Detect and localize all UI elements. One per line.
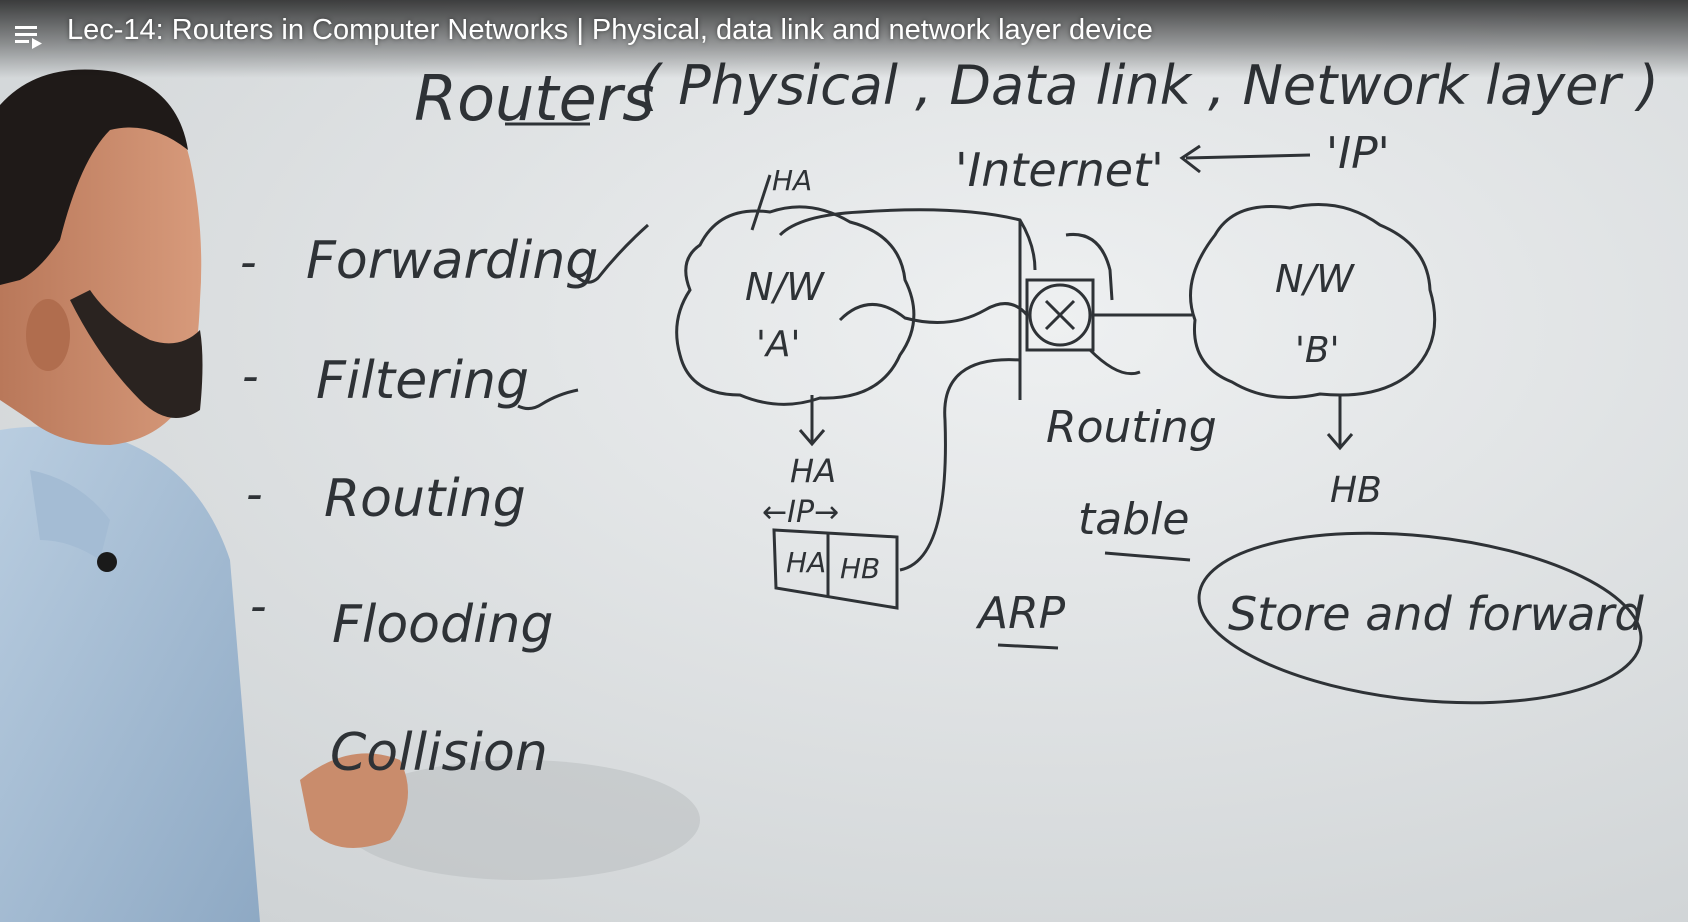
- list-item-collision: Collision: [330, 723, 548, 783]
- presenter: [0, 69, 408, 922]
- diagram-labels: 'Internet' 'IP' HA N/W 'A' N/W 'B' HA ←I…: [745, 128, 1644, 641]
- playlist-button[interactable]: [8, 18, 48, 54]
- network-a-cloud: [675, 205, 916, 406]
- routing-table-word-1: Routing: [1046, 402, 1217, 453]
- network-a-name: 'A': [756, 324, 800, 365]
- svg-text:-: -: [240, 235, 257, 289]
- player-top-bar: Lec-14: Routers in Computer Networks | P…: [0, 0, 1688, 70]
- svg-text:-: -: [250, 579, 267, 633]
- hb-label: HB: [1330, 470, 1382, 511]
- packet-cell-hb: HB: [840, 552, 880, 585]
- ha-top-label: HA: [772, 164, 812, 197]
- list-item-filtering: Filtering: [316, 351, 529, 411]
- store-and-forward-label: Store and forward: [1228, 587, 1644, 641]
- routing-table-word-2: table: [1078, 494, 1189, 545]
- packet-box: [772, 528, 899, 610]
- shadow-blur: [340, 760, 700, 880]
- arp-label: ARP: [975, 588, 1066, 639]
- router-function-list: - Forwarding - Filtering - Routing - Flo…: [240, 223, 649, 783]
- list-item-routing: Routing: [324, 469, 526, 529]
- network-b-name: 'B': [1295, 330, 1340, 371]
- ha-below-label: HA: [790, 452, 836, 490]
- svg-text:-: -: [242, 349, 259, 403]
- playlist-icon: [15, 26, 42, 49]
- ip-arrow-label: ←IP→: [762, 495, 839, 530]
- list-item-forwarding: Forwarding: [306, 231, 598, 291]
- network-b-label: N/W: [1275, 257, 1355, 301]
- ip-label: 'IP': [1326, 128, 1390, 179]
- network-diagram: [675, 144, 1643, 705]
- network-b-cloud: [1189, 202, 1437, 400]
- store-forward-ellipse: [1197, 531, 1643, 705]
- packet-cell-ha: HA: [786, 546, 826, 579]
- video-title[interactable]: Lec-14: Routers in Computer Networks | P…: [67, 14, 1153, 46]
- list-item-flooding: Flooding: [332, 595, 553, 655]
- svg-text:-: -: [246, 467, 263, 521]
- internet-label: 'Internet': [955, 143, 1164, 197]
- network-a-label: N/W: [745, 265, 825, 309]
